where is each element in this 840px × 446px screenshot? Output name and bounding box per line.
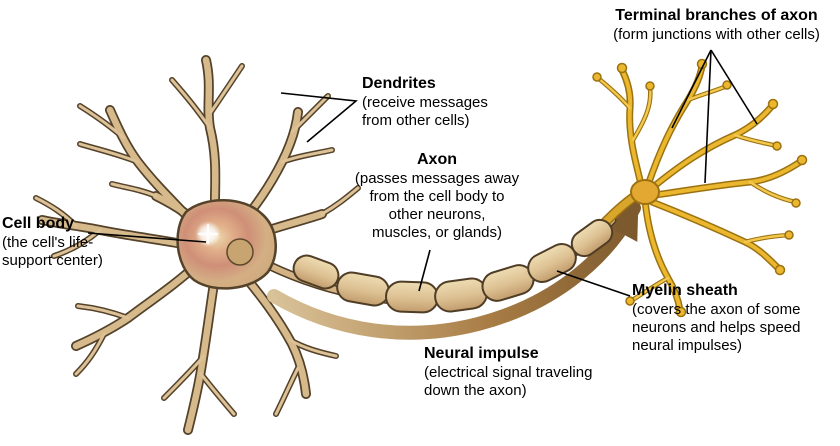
label-axon: Axon (passes messages away from the cell…: [342, 150, 532, 242]
dendrites-desc: (receive messages from other cells): [362, 94, 488, 129]
nucleus-artwork: [226, 238, 254, 266]
leader-line-terminal-1: [671, 49, 712, 129]
terminal-branches-title: Terminal branches of axon: [615, 7, 818, 24]
leader-line-cell-body: [87, 232, 207, 243]
neural-impulse-desc: (electrical signal traveling down the ax…: [424, 364, 593, 399]
dendrites-title: Dendrites: [362, 75, 436, 92]
neural-impulse-title: Neural impulse: [424, 345, 539, 362]
label-neural-impulse: Neural impulse (electrical signal travel…: [424, 344, 619, 400]
axon-desc: (passes messages away from the cell body…: [354, 170, 520, 241]
cell-body-artwork: [176, 199, 277, 290]
terminal-branches-desc: (form junctions with other cells): [613, 26, 820, 43]
label-terminal-branches: Terminal branches of axon (form junction…: [595, 6, 838, 44]
dendrites-artwork: [33, 55, 361, 435]
leader-line-dendrites: [280, 92, 358, 143]
neural-impulse-arrow: [267, 199, 641, 340]
cell-body-title: Cell body: [2, 215, 75, 232]
leader-line-terminal-2: [704, 49, 712, 184]
leader-line-axon: [418, 249, 431, 292]
label-myelin-sheath: Myelin sheath (covers the axon of some n…: [632, 281, 837, 355]
myelin-sheath-title: Myelin sheath: [632, 282, 738, 299]
axon-title: Axon: [417, 151, 457, 168]
myelin-sheath-artwork: [292, 218, 614, 314]
label-dendrites: Dendrites (receive messages from other c…: [362, 74, 527, 130]
terminal-branches-artwork: [592, 58, 808, 318]
leader-line-terminal-3: [710, 49, 758, 125]
cell-body-desc: (the cell's life- support center): [2, 234, 103, 269]
terminal-bouton-dots: [592, 58, 808, 318]
label-cell-body: Cell body (the cell's life- support cent…: [2, 214, 137, 270]
leader-line-myelin: [556, 270, 631, 297]
myelin-sheath-desc: (covers the axon of some neurons and hel…: [632, 301, 801, 354]
